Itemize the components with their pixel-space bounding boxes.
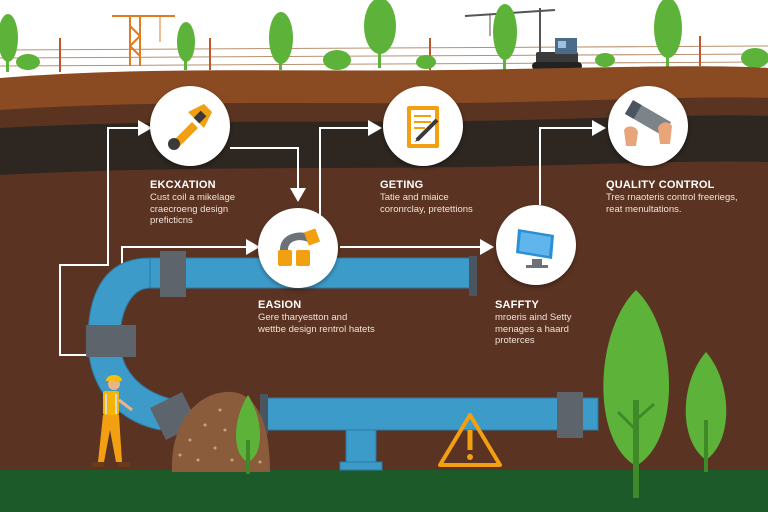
safety-title: SAFFTY <box>495 299 539 311</box>
quality-control-title: QUALITY CONTROL <box>606 179 715 191</box>
easion-title: EASION <box>258 299 302 311</box>
crane-left <box>112 15 175 66</box>
grass-strip <box>0 470 768 512</box>
background-trees <box>0 0 768 72</box>
monitor-icon <box>516 229 554 268</box>
pipe-fitting-icon <box>278 228 321 266</box>
getting-title: GETING <box>380 179 424 191</box>
flow-arrows <box>59 120 606 356</box>
excavation-description: Cust coil a mikelage craecroeng design p… <box>150 192 236 226</box>
getting-step-circle <box>383 86 463 166</box>
warning-sign-icon <box>438 413 502 467</box>
excavation-step-circle <box>150 86 230 166</box>
worker <box>92 375 133 467</box>
quality-control-description: Tres rnaoteris control freeriegs, reat m… <box>606 192 738 215</box>
safety-step-circle <box>496 205 576 285</box>
quality-control-step-circle <box>608 86 688 166</box>
clipboard-pencil-icon <box>407 106 439 148</box>
excavation-title: EKCXATION <box>150 179 216 191</box>
easion-description: Gere tharyestton and wettbe design rentr… <box>258 312 375 335</box>
big-tree-right <box>603 290 727 498</box>
safety-description: mroeris aind Setty menages a haard prote… <box>495 312 572 346</box>
hands-holding-pipe-icon <box>624 100 672 146</box>
wrench-icon <box>168 104 212 150</box>
small-tree <box>236 395 260 474</box>
getting-description: Tatie and miaice coronrclay, pretettions <box>380 192 473 215</box>
easion-step-circle <box>258 208 338 288</box>
